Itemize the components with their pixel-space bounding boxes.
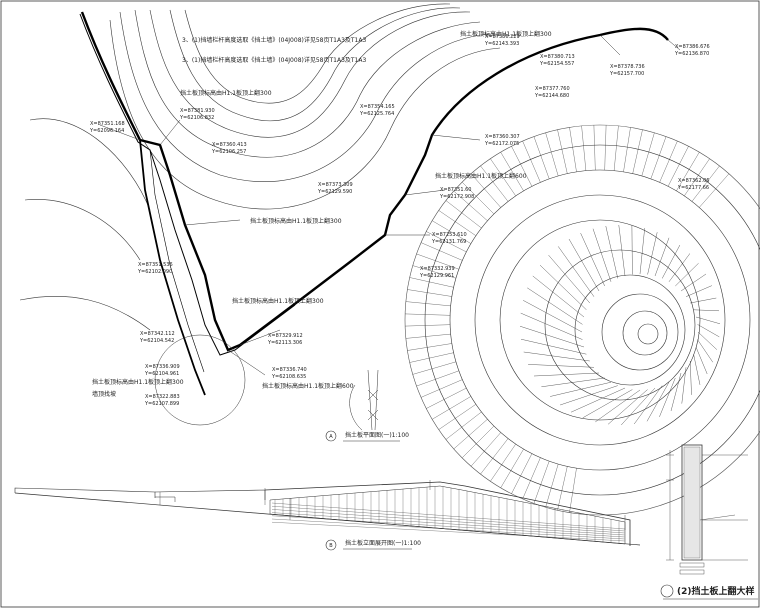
plan-annotation: 挡土板顶标高由H1.1板顶上翻300 — [92, 378, 184, 386]
plan-annotation: 挡土板顶标高由H1.1板顶上翻300 — [460, 30, 552, 38]
coordinate-label: Y=62106.832 — [179, 115, 214, 121]
coordinate-label: Y=62113.306 — [267, 340, 302, 346]
coordinate-label: X=87362.06 — [678, 178, 709, 184]
coordinate-label: Y=62104.961 — [144, 371, 179, 377]
coordinate-label: Y=62143.393 — [484, 41, 519, 47]
spiral-structure — [404, 124, 760, 516]
detail-title-block: (2)挡土板上翻大样 — [660, 584, 758, 600]
spiral-steps — [519, 224, 721, 426]
coordinate-label: Y=62129.590 — [317, 189, 352, 195]
masonry-courses — [271, 486, 626, 544]
coordinate-label: Y=62144.680 — [534, 93, 569, 99]
coordinate-label: Y=62096.164 — [89, 128, 124, 134]
coordinate-label: X=87329.912 — [268, 333, 303, 339]
coordinate-label: X=87354.165 — [360, 104, 395, 110]
detail-title: (2)挡土板上翻大样 — [677, 585, 755, 597]
coordinate-label: X=87253.610 — [432, 232, 467, 238]
plan-coordinates: X=87386.229Y=62143.393X=87380.713Y=62154… — [89, 34, 710, 407]
plan-annotations: 挡土板顶标高由H1.1板顶上翻300 挡土板顶标高由H1.1板顶上翻300 挡土板顶… — [92, 30, 552, 398]
section-title-block: B 挡土板立面展开图(一)1:100 — [325, 539, 421, 551]
leaders — [99, 34, 681, 376]
outer-steps — [405, 125, 730, 513]
detail-marker-circle — [660, 584, 674, 598]
plan-annotation: 挡土板顶标高由H1.1板顶上翻300 — [232, 297, 324, 305]
plan-marker: A — [329, 434, 333, 440]
coordinate-label: Y=62108.635 — [271, 374, 306, 380]
plan-annotation: 挡土板顶标高由H1.1板顶上翻300 — [250, 217, 342, 225]
coordinate-label: Y=62129.961 — [419, 273, 454, 279]
plan-title-block: A 挡土板平面图(一)1:100 — [325, 430, 409, 442]
coordinate-label: X=87351.536 — [138, 262, 173, 268]
coordinate-label: X=87336.909 — [145, 364, 180, 370]
coordinate-label: Y=62154.557 — [539, 61, 574, 67]
coordinate-label: X=87360.307 — [485, 134, 520, 140]
plan-title: 挡土板平面图(一)1:100 — [345, 431, 409, 439]
road-curves — [19, 3, 501, 331]
coordinate-label: Y=62104.542 — [139, 338, 174, 344]
coordinate-label: Y=62106.257 — [211, 149, 246, 155]
coordinate-label: X=87360.413 — [212, 142, 247, 148]
coordinate-label: Y=62125.764 — [359, 111, 394, 117]
coordinate-label: X=87336.740 — [272, 367, 307, 373]
coordinate-label: X=87386.676 — [675, 44, 710, 50]
coordinate-label: Y=62157.700 — [609, 71, 644, 77]
plan-note: 3、(1)挡墙栏杆高度选取《挡土墙》(04J008)详见58页T1A3及T1A3 — [182, 36, 366, 44]
tree-circle — [154, 334, 246, 426]
section-view — [14, 480, 641, 546]
section-marker-circle — [325, 539, 337, 551]
coordinate-label: X=87373.309 — [318, 182, 353, 188]
coordinate-label: Y=62172.908 — [439, 194, 474, 200]
plan-view — [19, 3, 760, 516]
plan-annotation: 挡土板顶标高由H1.1板顶上翻300 — [180, 89, 272, 97]
coordinate-label: X=87322.883 — [145, 394, 180, 400]
coordinate-label: X=87377.760 — [535, 86, 570, 92]
tower-structure — [349, 369, 379, 431]
plan-annotation: 挡土板顶标高由H1.1板顶上翻600 — [435, 172, 527, 180]
coordinate-label: Y=62107.899 — [144, 401, 179, 407]
coordinate-label: Y=62172.075 — [484, 141, 519, 147]
section-title: 挡土板立面展开图(一)1:100 — [345, 539, 421, 547]
section-marker: B — [329, 543, 333, 549]
coordinate-label: X=87386.229 — [485, 34, 520, 40]
section-tags — [159, 480, 626, 530]
plan-marker-circle — [325, 430, 337, 442]
coordinate-label: X=87351.168 — [90, 121, 125, 127]
plan-notes: 3、(1)挡墙栏杆高度选取《挡土墙》(04J008)详见58页T1A3及T1A3… — [182, 36, 366, 64]
coordinate-label: X=87351.60 — [440, 187, 471, 193]
coordinate-label: X=87380.713 — [540, 54, 575, 60]
coordinate-label: Y=62131.769 — [431, 239, 466, 245]
plan-note: 3、(1)挡墙栏杆高度选取《挡土墙》(04J008)详见58页T1A3及T1A3 — [182, 56, 366, 64]
coordinate-label: X=87381.930 — [180, 108, 215, 114]
coordinate-label: X=87342.112 — [140, 331, 175, 337]
plan-annotation: 挡土板顶标高由H1.1板顶上翻600 — [262, 382, 354, 390]
coordinate-label: X=87378.736 — [610, 64, 645, 70]
coordinate-label: Y=62102.090 — [137, 269, 172, 275]
coordinate-label: X=87332.939 — [420, 266, 455, 272]
coordinate-label: Y=62177.66 — [677, 185, 709, 191]
detail-view — [666, 444, 748, 575]
coordinate-label: Y=62136.870 — [674, 51, 709, 57]
plan-annotation: 墙顶找坡 — [92, 390, 116, 398]
